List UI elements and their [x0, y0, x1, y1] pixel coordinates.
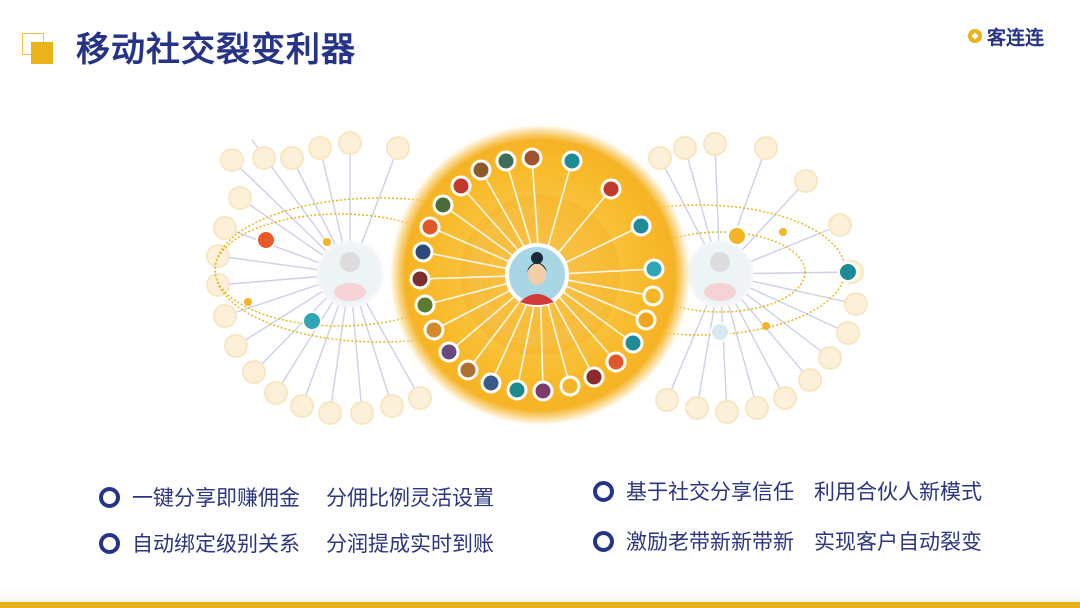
brand-logo: 客连连: [955, 22, 1044, 50]
feature-text: 分佣比例灵活设置: [326, 486, 494, 510]
feature-text: 激励老带新新带新: [626, 530, 794, 554]
left-cluster: [206, 131, 546, 425]
footer-shadow: [0, 588, 1080, 602]
right-cluster: [554, 132, 868, 424]
bullet-ring-icon: [593, 480, 614, 502]
feature-text: 基于社交分享信任: [626, 480, 794, 504]
logo-text: 客连连: [987, 26, 1045, 49]
feature-text: 利用合伙人新模式: [814, 480, 982, 504]
feature-text: 实现客户自动裂变: [814, 530, 982, 554]
social-fission-diagram: [206, 117, 868, 433]
page-title: 移动社交裂变利器: [76, 30, 356, 70]
logo-icon: [957, 24, 982, 48]
list-item: 激励老带新新带新 实现客户自动裂变: [593, 518, 982, 564]
bullet-ring-icon: [593, 530, 614, 552]
central-sun: [382, 117, 698, 433]
feature-text: 分润提成实时到账: [326, 532, 494, 556]
list-item: 一键分享即赚佣金 分佣比例灵活设置: [99, 474, 494, 520]
title-decoration-icon: [22, 33, 54, 65]
bullet-ring-icon: [99, 486, 120, 508]
feature-list-right: 基于社交分享信任 利用合伙人新模式 激励老带新新带新 实现客户自动裂变: [593, 468, 982, 564]
feature-list-left: 一键分享即赚佣金 分佣比例灵活设置 自动绑定级别关系 分润提成实时到账: [99, 474, 494, 566]
list-item: 自动绑定级别关系 分润提成实时到账: [99, 520, 494, 566]
list-item: 基于社交分享信任 利用合伙人新模式: [593, 468, 982, 514]
bullet-ring-icon: [99, 532, 120, 554]
footer-bar: [0, 602, 1080, 608]
central-avatar: [505, 243, 569, 307]
feature-text: 自动绑定级别关系: [132, 532, 300, 556]
feature-text: 一键分享即赚佣金: [132, 486, 300, 510]
